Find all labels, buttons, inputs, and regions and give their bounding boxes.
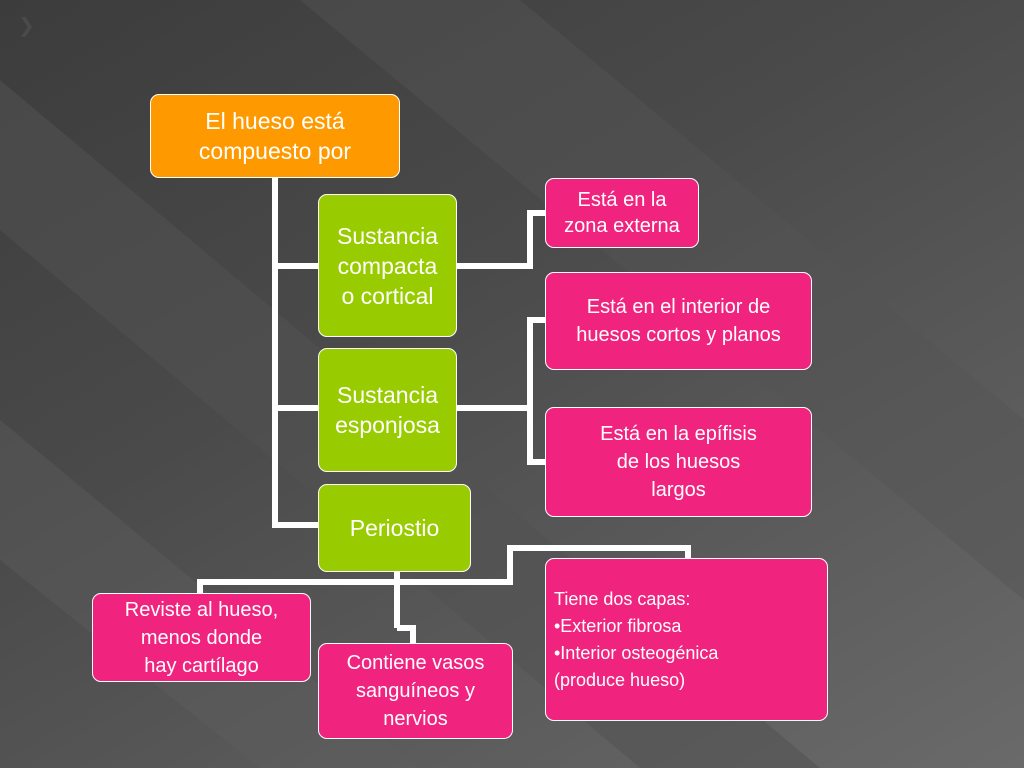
periostio-desc-node-2: Contiene vasos sanguíneos y nervios bbox=[318, 643, 513, 739]
root-node: El hueso está compuesto por bbox=[150, 94, 400, 178]
connector-esponjosa-descs bbox=[527, 317, 545, 465]
periostio-capas-node: Tiene dos capas: •Exterior fibrosa •Inte… bbox=[545, 558, 828, 721]
chevron-right-icon: ❯ bbox=[18, 13, 35, 37]
compacta-desc-node: Está en la zona externa bbox=[545, 178, 699, 248]
esponjosa-desc-node-2: Está en la epífisis de los huesos largos bbox=[545, 407, 812, 517]
periostio-desc-node-1: Reviste al hueso, menos donde hay cartíl… bbox=[92, 593, 311, 682]
connector-periostio-desc2 bbox=[397, 625, 416, 645]
esponjosa-desc-node-1: Está en el interior de huesos cortos y p… bbox=[545, 272, 812, 370]
connector-periostio-hbar bbox=[197, 545, 691, 595]
periostio-node: Periostio bbox=[318, 484, 471, 572]
connector-compacta-desc bbox=[456, 210, 545, 269]
esponjosa-node: Sustancia esponjosa bbox=[318, 348, 457, 472]
connector-root-branches bbox=[272, 178, 320, 528]
compacta-node: Sustancia compacta o cortical bbox=[318, 194, 457, 337]
